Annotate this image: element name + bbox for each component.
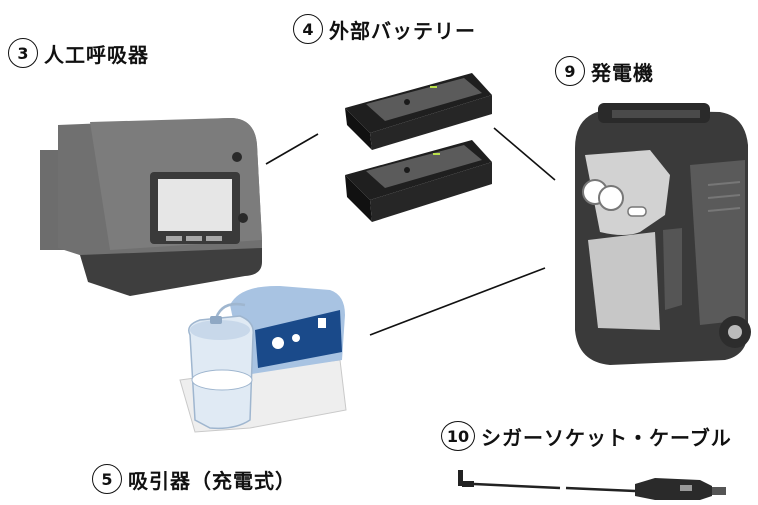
suction-unit-icon (179, 285, 347, 433)
external-battery-label: 4 外部バッテリー (293, 14, 476, 44)
item-number-badge: 10 (441, 421, 475, 451)
external-battery-icon (345, 73, 492, 222)
item-number-badge: 5 (92, 464, 122, 494)
item-number-badge: 9 (555, 56, 585, 86)
item-label-text: 人工呼吸器 (44, 42, 149, 67)
ventilator-label: 3 人工呼吸器 (8, 38, 149, 68)
cigarette-socket-cable-icon (458, 470, 726, 500)
connector-suction-generator (369, 267, 546, 336)
generator-icon (575, 103, 751, 365)
suction-unit-label: 5 吸引器（充電式） (92, 464, 296, 494)
item-label-text: シガーソケット・ケーブル (481, 425, 732, 450)
connector-battery-generator (493, 127, 556, 181)
item-number-badge: 4 (293, 14, 323, 44)
connector-ventilator-battery (265, 133, 319, 165)
cigarette-socket-cable-label: 10 シガーソケット・ケーブル (441, 421, 732, 451)
generator-label: 9 発電機 (555, 56, 654, 86)
item-number-badge: 3 (8, 38, 38, 68)
item-label-text: 発電機 (591, 60, 654, 85)
item-label-text: 外部バッテリー (329, 18, 476, 43)
connector-lines (265, 127, 556, 336)
ventilator-icon (40, 118, 262, 296)
item-label-text: 吸引器（充電式） (128, 468, 296, 493)
